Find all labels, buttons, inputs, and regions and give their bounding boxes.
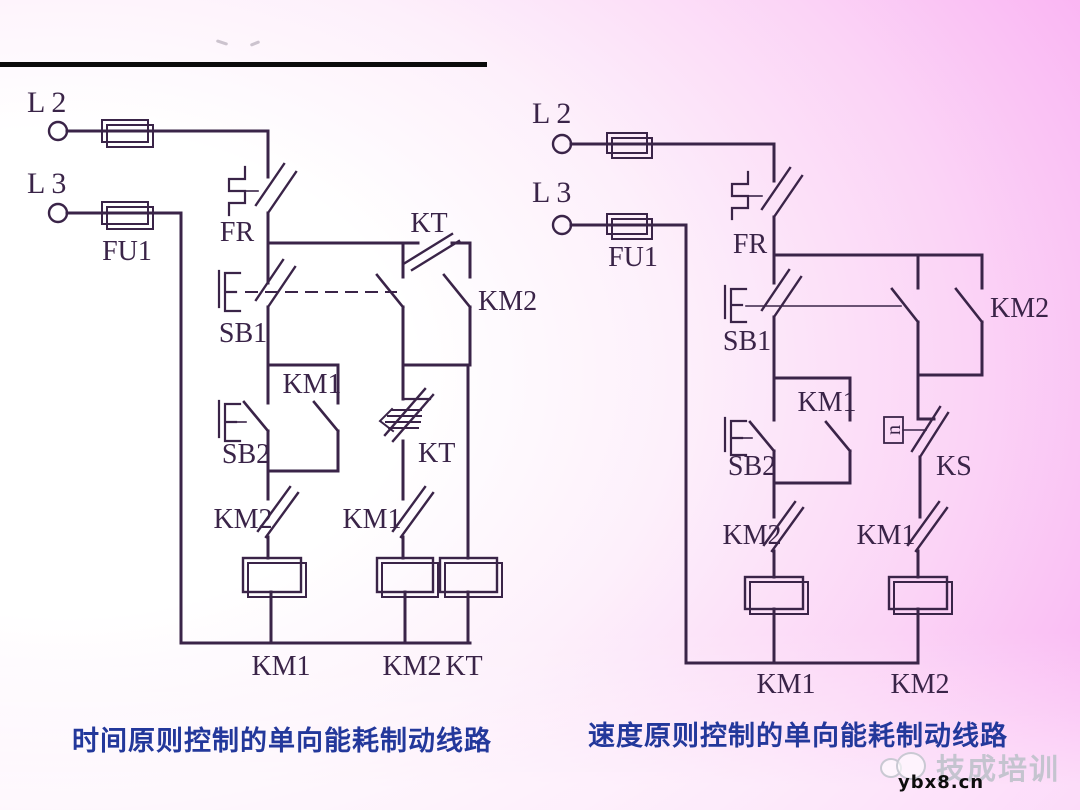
label-l3: L3 xyxy=(532,176,577,209)
km1-coil-icon xyxy=(743,575,809,615)
fuse-fu1-l2-icon xyxy=(606,132,653,159)
sb2-start-button-icon xyxy=(723,416,776,457)
km2-interlock-contact-icon xyxy=(762,500,805,553)
km1-selfhold-contact-icon xyxy=(824,420,852,453)
watermark-logo-icon xyxy=(878,750,930,780)
km1-interlock-contact-icon xyxy=(906,500,949,553)
kt-nc-delay-contact-icon xyxy=(378,387,435,443)
km2-interlock-contact-icon xyxy=(256,485,300,539)
label-km1-selfhold: KM1 xyxy=(797,387,856,418)
km2-no-contact-icon xyxy=(954,287,984,324)
ks-speed-contact-icon xyxy=(883,405,950,459)
right-circuit-caption: 速度原则控制的单向能耗制动线路 xyxy=(588,721,1008,751)
kt-coil-icon xyxy=(438,556,503,598)
label-km2-interlock: KM2 xyxy=(213,504,272,535)
l3-terminal-icon xyxy=(47,202,69,224)
label-sb1: SB1 xyxy=(723,326,771,357)
fuse-fu1-l2-icon xyxy=(101,119,154,148)
label-fu1: FU1 xyxy=(608,242,658,273)
right-circuit-diagram: L2 L3 FU1 FR KM2 SB1 KM1 n KS SB2 KM2 KM… xyxy=(532,97,1049,700)
watermark: 技成培训 ybx8.cn xyxy=(878,744,1078,804)
fr-thermal-contact-icon xyxy=(227,162,298,217)
label-fr: FR xyxy=(733,229,768,260)
wires xyxy=(65,129,472,645)
label-sb2: SB2 xyxy=(222,439,270,470)
km1-coil-icon xyxy=(241,556,307,598)
fuse-fu1-l3-icon xyxy=(606,213,653,240)
label-l3: L3 xyxy=(27,167,72,200)
label-coil-kt: KT xyxy=(445,651,482,682)
left-circuit-caption: 时间原则控制的单向能耗制动线路 xyxy=(72,726,492,756)
label-km1-selfhold: KM1 xyxy=(282,369,341,400)
l2-terminal-icon xyxy=(47,120,69,142)
label-kt-top: KT xyxy=(410,208,447,239)
label-coil-km1: KM1 xyxy=(251,651,310,682)
label-km2-parallel: KM2 xyxy=(478,286,537,317)
label-sb2: SB2 xyxy=(728,451,776,482)
label-speed-n: n xyxy=(883,425,905,435)
logo-circle-icon xyxy=(896,752,926,780)
label-l2: L2 xyxy=(27,86,72,119)
label-sb1: SB1 xyxy=(219,318,267,349)
sb1-stop-button-icon xyxy=(217,258,405,313)
label-coil-km2: KM2 xyxy=(890,669,949,700)
label-km1-interlock: KM1 xyxy=(856,520,915,551)
sb1-stop-button-icon xyxy=(723,268,920,324)
label-fu1: FU1 xyxy=(102,236,152,267)
l3-terminal-icon xyxy=(551,214,573,236)
watermark-site-url: ybx8.cn xyxy=(898,772,985,793)
label-km2-interlock: KM2 xyxy=(722,520,781,551)
fuse-fu1-l3-icon xyxy=(101,201,154,230)
watermark-brand-text: 技成培训 xyxy=(936,754,1061,786)
l2-terminal-icon xyxy=(551,133,573,155)
kt-no-delay-contact-icon xyxy=(403,232,461,272)
label-km1-interlock: KM1 xyxy=(342,504,401,535)
sb2-start-button-icon xyxy=(217,399,270,443)
km1-selfhold-contact-icon xyxy=(312,400,340,433)
km1-interlock-contact-icon xyxy=(391,485,435,539)
label-km2-parallel: KM2 xyxy=(990,293,1049,324)
label-coil-km1: KM1 xyxy=(756,669,815,700)
label-kt-delay: KT xyxy=(418,438,455,469)
label-coil-km2: KM2 xyxy=(382,651,441,682)
fr-thermal-contact-icon xyxy=(730,166,804,221)
km2-no-contact-icon xyxy=(442,273,472,309)
top-divider-rule xyxy=(0,62,487,67)
km2-coil-icon xyxy=(887,575,953,615)
km2-coil-icon xyxy=(375,556,439,598)
label-ks: KS xyxy=(936,451,972,482)
label-fr: FR xyxy=(220,217,255,248)
wires xyxy=(569,142,984,665)
left-circuit-diagram: L2 L3 FU1 FR KT KM2 SB1 KM1 SB2 KT KM2 K… xyxy=(27,86,537,682)
label-l2: L2 xyxy=(532,97,577,130)
